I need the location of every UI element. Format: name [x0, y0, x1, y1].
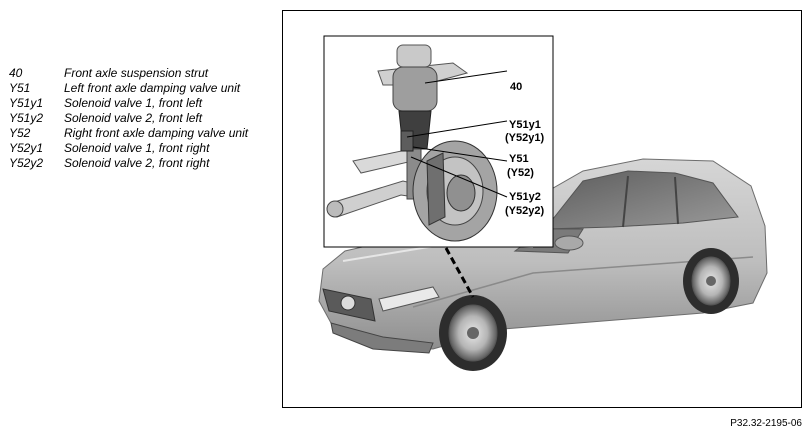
- legend-code: Y51y2: [9, 111, 44, 125]
- front-wheel: [439, 295, 507, 371]
- legend-code: 40: [9, 66, 23, 80]
- legend-item: Y51y1 Solenoid valve 1, front left: [9, 96, 269, 111]
- legend-item: Y52y2 Solenoid valve 2, front right: [9, 156, 269, 171]
- air-spring: [392, 66, 438, 112]
- brake-caliper: [426, 152, 446, 226]
- legend-code: Y52: [9, 126, 31, 140]
- callout-y51: Y51: [509, 153, 529, 165]
- callout-y52y2: (Y52y2): [505, 205, 544, 217]
- legend-description: Solenoid valve 1, front right: [64, 141, 210, 155]
- legend-description: Solenoid valve 2, front left: [64, 111, 203, 125]
- callout-y51y2: Y51y2: [509, 191, 541, 203]
- suspension-detail-inset: 40 Y51y1 (Y52y1) Y51 (Y52) Y51y2 (Y52y2): [323, 35, 554, 248]
- legend-item: Y52y1 Solenoid valve 1, front right: [9, 141, 269, 156]
- side-windows: [543, 170, 739, 230]
- legend-item: 40 Front axle suspension strut: [9, 66, 269, 81]
- legend-description: Front axle suspension strut: [64, 66, 209, 80]
- detail-leader-line: [444, 247, 475, 298]
- headlight: [378, 286, 440, 312]
- legend-code: Y52y2: [9, 156, 44, 170]
- legend-item: Y52 Right front axle damping valve unit: [9, 126, 269, 141]
- side-mirror: [554, 235, 584, 251]
- vehicle-illustration: 40 Y51y1 (Y52y1) Y51 (Y52) Y51y2 (Y52y2): [318, 35, 768, 371]
- star-emblem: [340, 295, 356, 311]
- figure-reference-code: P32.32-2195-06: [730, 418, 802, 429]
- legend-description: Solenoid valve 1, front left: [64, 96, 203, 110]
- legend-item: Y51y2 Solenoid valve 2, front left: [9, 111, 269, 126]
- figure-frame: 40 Y51y1 (Y52y1) Y51 (Y52) Y51y2 (Y52y2): [282, 10, 802, 408]
- component-legend: 40 Front axle suspension strut Y51 Left …: [9, 66, 269, 171]
- legend-code: Y51: [9, 81, 31, 95]
- legend-description: Right front axle damping valve unit: [64, 126, 249, 140]
- callout-y51y1: Y51y1: [509, 119, 541, 131]
- legend-description: Solenoid valve 2, front right: [64, 156, 210, 170]
- callout-40: 40: [510, 81, 522, 93]
- legend-description: Left front axle damping valve unit: [64, 81, 241, 95]
- legend-code: Y51y1: [9, 96, 44, 110]
- legend-code: Y52y1: [9, 141, 44, 155]
- strut-top-mount: [396, 44, 432, 68]
- callout-y52: (Y52): [507, 167, 534, 179]
- legend-item: Y51 Left front axle damping valve unit: [9, 81, 269, 96]
- callout-y52y1: (Y52y1): [505, 132, 544, 144]
- damping-valve-unit: [400, 130, 414, 152]
- rear-wheel: [683, 248, 739, 314]
